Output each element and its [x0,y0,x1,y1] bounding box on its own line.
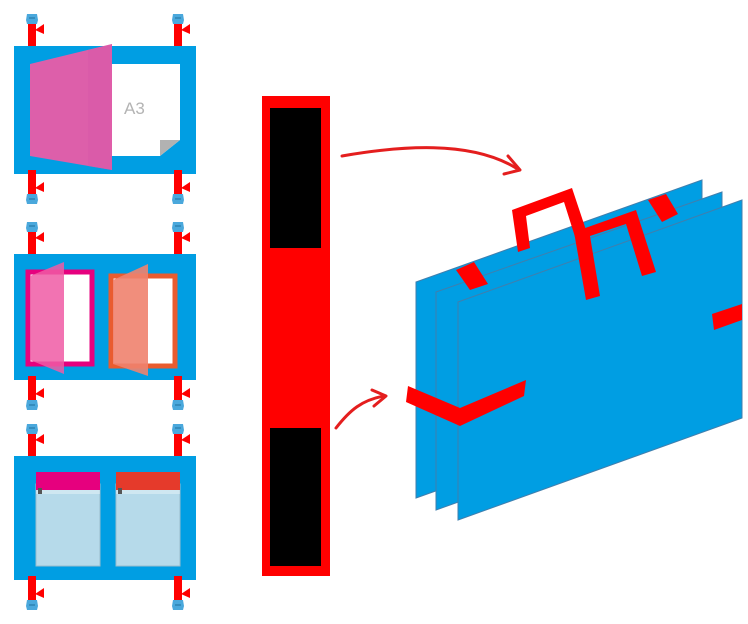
a3-sheet [110,64,180,156]
curved-arrow-icon [334,388,388,430]
clip-bottom-right-icon [171,575,191,611]
case-board-front [457,199,743,521]
clip-top-right-icon [171,221,191,257]
portfolio-case-illustration [406,179,743,521]
clip-top-left-icon [25,423,45,459]
case-handle-back [512,188,588,252]
sleeve-left [35,472,101,567]
clip-top-left-icon [25,221,45,257]
clip-top-right-icon [171,13,191,49]
page-fold-corner [160,140,180,156]
orange-frame [108,264,178,376]
panel-board-frames [14,221,196,411]
case-top-clip-right [648,194,678,222]
case-handle-front [574,210,656,300]
flap-overlap [88,44,112,170]
panel-board-sleeves [14,423,196,611]
clip-bottom-left-icon [25,169,45,205]
clip-top-left-icon [25,13,45,49]
magenta-frame [25,262,95,374]
clip-bottom-left-icon [25,375,45,411]
case-top-clip-left [456,262,488,290]
sleeve-right [115,472,181,567]
case-side-strap-right [712,304,742,330]
panel-board-a3: A3 [14,13,196,205]
a3-label: A3 [124,99,145,118]
strap-pad-bottom [270,428,321,566]
curved-arrow-icon [340,146,522,176]
clip-top-right-icon [171,423,191,459]
strap-pad-top [270,108,321,248]
case-side-strap-left [406,380,526,426]
red-strap [262,96,330,576]
clip-bottom-right-icon [171,375,191,411]
clip-bottom-left-icon [25,575,45,611]
clip-bottom-right-icon [171,169,191,205]
